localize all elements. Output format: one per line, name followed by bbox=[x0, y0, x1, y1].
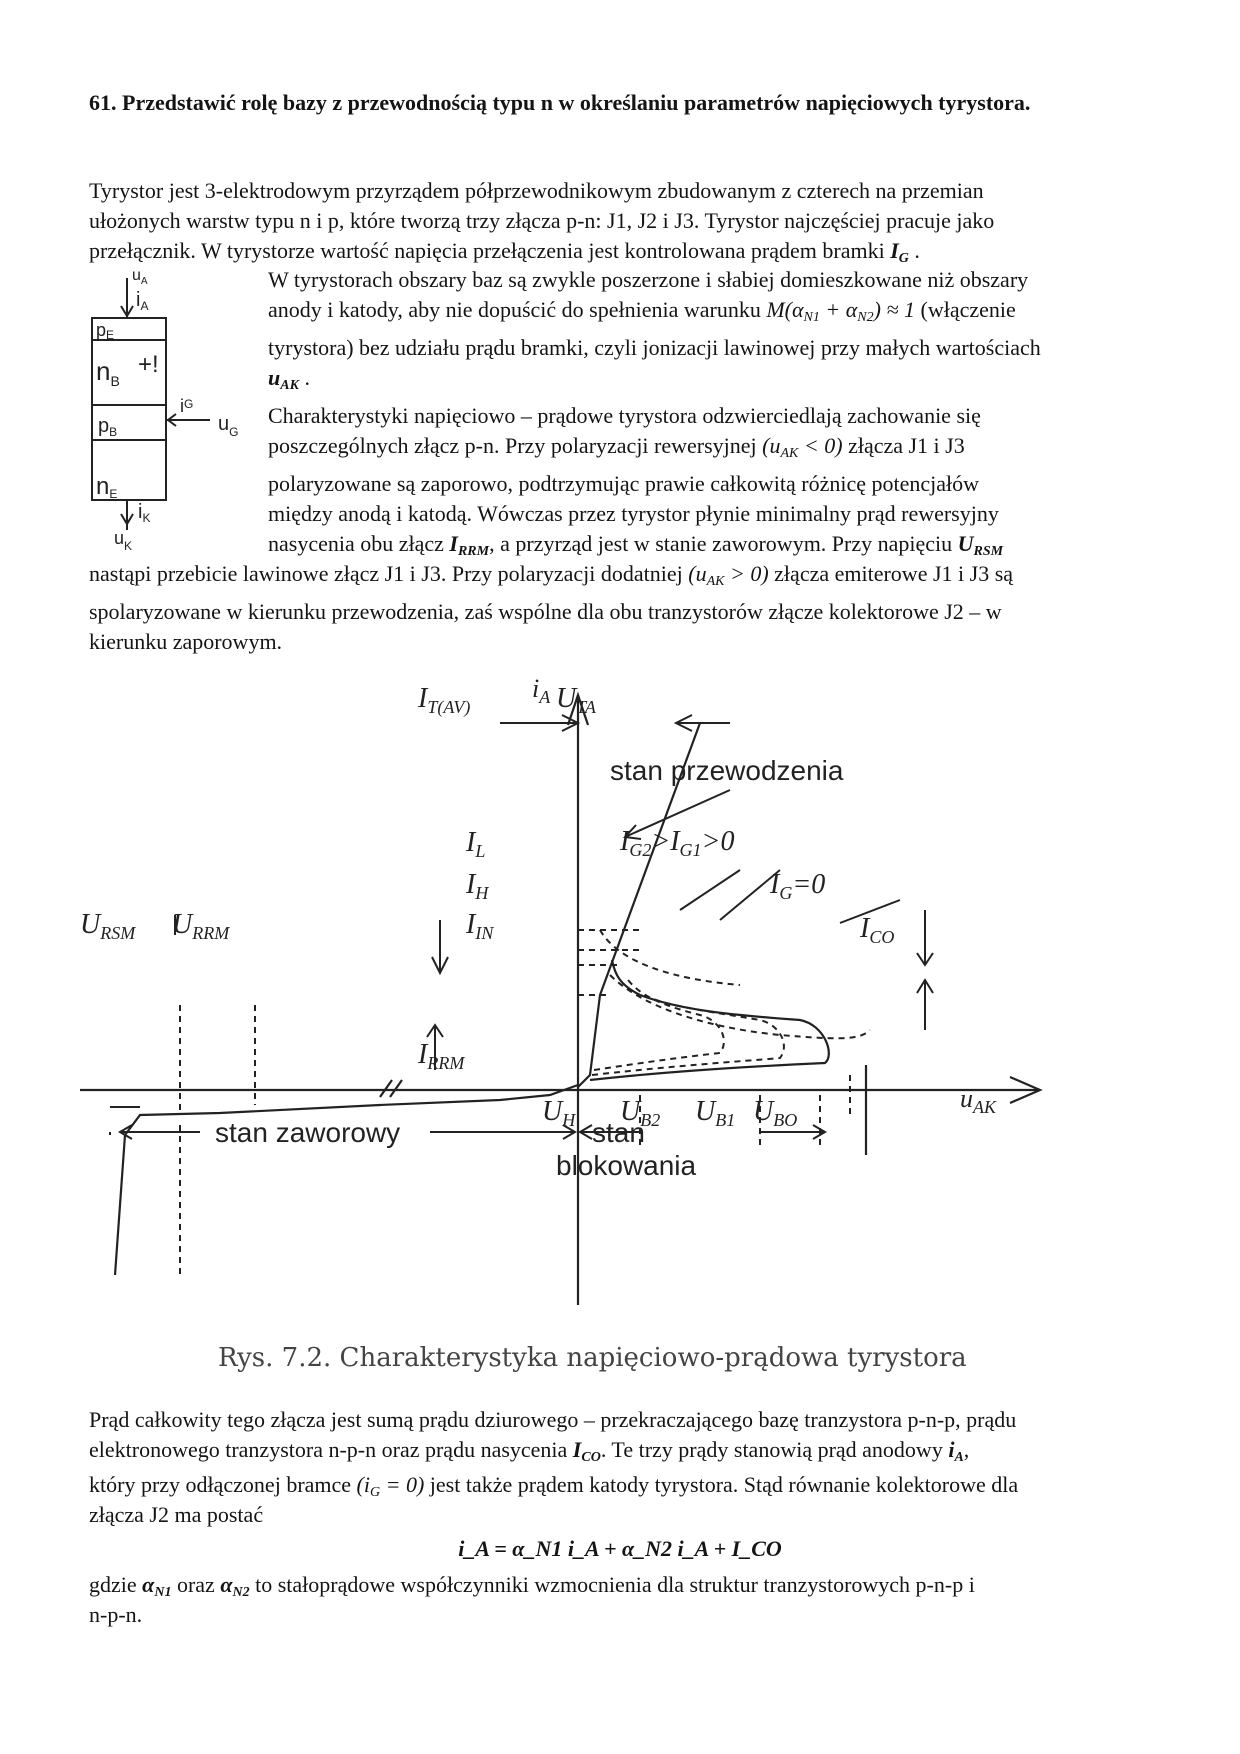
svg-text:stan: stan bbox=[592, 1117, 645, 1148]
conduction-curve bbox=[577, 722, 702, 1088]
svg-text:uG: uG bbox=[218, 413, 238, 439]
p3-line-5: nasycenia obu złącz IRRM, a przyrząd jes… bbox=[268, 531, 1004, 559]
svg-text:UH: UH bbox=[542, 1096, 576, 1130]
svg-text:stan przewodzenia: stan przewodzenia bbox=[610, 755, 844, 786]
p4-line-2: elektronowego tranzystora n-p-n oraz prą… bbox=[89, 1437, 970, 1465]
p3-line-3: polaryzowane są zaporowo, podtrzymując p… bbox=[268, 471, 980, 496]
curve-ig1 bbox=[591, 992, 785, 1076]
collector-equation: i_A = α_N1 i_A + α_N2 i_A + I_CO bbox=[458, 1536, 782, 1561]
p3-line-7: spolaryzowane w kierunku przewodzenia, z… bbox=[89, 599, 1002, 624]
svg-text:iG: iG bbox=[180, 396, 193, 416]
svg-text:nE: nE bbox=[96, 473, 117, 501]
p4-line-4: złącza J2 ma postać bbox=[89, 1502, 264, 1527]
svg-text:IRRM: IRRM bbox=[417, 1039, 465, 1073]
svg-text:uAK: uAK bbox=[960, 1084, 997, 1117]
svg-text:IT(AV): IT(AV) bbox=[417, 683, 470, 718]
condition-formula: M(αN1 + αN2) ≈ 1 bbox=[766, 297, 916, 325]
svg-text:uK: uK bbox=[114, 528, 132, 553]
intro-line-3: przełącznik. W tyrystorze wartość napięc… bbox=[89, 238, 920, 266]
svg-text:IH: IH bbox=[465, 869, 489, 903]
svg-text:UTA: UTA bbox=[556, 683, 597, 717]
svg-text:URSM: URSM bbox=[80, 909, 136, 943]
ig-symbol: IG bbox=[890, 238, 909, 266]
p2-line-3: tyrystora) bez udziału prądu bramki, czy… bbox=[268, 335, 1041, 360]
svg-text:ICO: ICO bbox=[859, 913, 894, 947]
curve-ig2 bbox=[593, 979, 725, 1071]
svg-text:UB1: UB1 bbox=[695, 1096, 735, 1130]
p5-line-1: gdzie αN1 oraz αN2 to stałoprądowe współ… bbox=[89, 1572, 975, 1600]
wrapped-text-block: W tyrystorach obszary baz są zwykle posz… bbox=[268, 265, 1168, 567]
svg-text:nB: nB bbox=[96, 356, 120, 389]
p3-line-4: między anodą i katodą. Wówczas przez tyr… bbox=[268, 501, 999, 526]
svg-text:uA: uA bbox=[132, 267, 148, 287]
uak-axis-arrow bbox=[1009, 1075, 1043, 1105]
svg-text:pE: pE bbox=[96, 320, 114, 342]
p4-line-1: Prąd całkowity tego złącza jest sumą prą… bbox=[89, 1407, 1017, 1432]
svg-text:blokowania: blokowania bbox=[556, 1150, 697, 1181]
thyristor-structure-diagram: uA iA pE nB +! pB nE iG uG iK uK bbox=[91, 267, 238, 553]
intro-line-3-text: przełącznik. W tyrystorze wartość napięc… bbox=[89, 238, 885, 263]
curve-ig0 bbox=[589, 959, 830, 1082]
svg-text:IG=0: IG=0 bbox=[769, 869, 825, 903]
p2-line-1: W tyrystorach obszary baz są zwykle posz… bbox=[268, 267, 1029, 292]
svg-text:URRM: URRM bbox=[172, 909, 230, 943]
reverse-curve bbox=[113, 1083, 579, 1276]
p3-line-6: nastąpi przebicie lawinowe złącz J1 i J3… bbox=[89, 561, 1014, 589]
question-heading: 61. Przedstawić rolę bazy z przewodności… bbox=[89, 90, 1031, 115]
p2-line-2: anody i katody, aby nie dopuścić do speł… bbox=[268, 297, 1016, 325]
svg-text:pB: pB bbox=[98, 415, 117, 439]
intro-line-2: ułożonych warstw typu n i p, które tworz… bbox=[89, 208, 995, 233]
svg-text:IL: IL bbox=[465, 827, 485, 861]
svg-text:UB2: UB2 bbox=[620, 1096, 660, 1130]
figure-caption: Rys. 7.2. Charakterystyka napięciowo-prą… bbox=[218, 1343, 967, 1373]
svg-text:UBO: UBO bbox=[753, 1096, 797, 1130]
p5-line-2: n-p-n. bbox=[89, 1602, 143, 1627]
svg-text:iA: iA bbox=[532, 675, 551, 707]
svg-text:+!: +! bbox=[138, 351, 159, 378]
svg-text:stan zaworowy: stan zaworowy bbox=[215, 1117, 400, 1148]
p3-line-2: poszczególnych złącz p-n. Przy polaryzac… bbox=[268, 433, 965, 461]
p3-tail: nastąpi przebicie lawinowe złącz J1 i J3… bbox=[89, 559, 1149, 657]
p3-line-1: Charakterystyki napięciowo – prądowe tyr… bbox=[268, 403, 981, 428]
iv-characteristic-figure: iA uAK IT(AV) UTA stan przewodzenia IL I… bbox=[80, 675, 1043, 1305]
svg-text:IG2>IG1>0: IG2>IG1>0 bbox=[619, 826, 734, 860]
p3-line-8: kierunku zaporowym. bbox=[89, 629, 283, 654]
p2-line-4: uAK . bbox=[268, 365, 310, 393]
p4-line-3: który przy odłączonej bramce (iG = 0) je… bbox=[89, 1472, 1019, 1500]
svg-text:iA: iA bbox=[136, 289, 148, 313]
ia-axis-arrow bbox=[566, 691, 590, 726]
svg-text:iK: iK bbox=[138, 501, 150, 525]
svg-text:IIN: IIN bbox=[465, 909, 494, 943]
intro-line-1: Tyrystor jest 3-elektrodowym przyrządem … bbox=[89, 178, 984, 203]
